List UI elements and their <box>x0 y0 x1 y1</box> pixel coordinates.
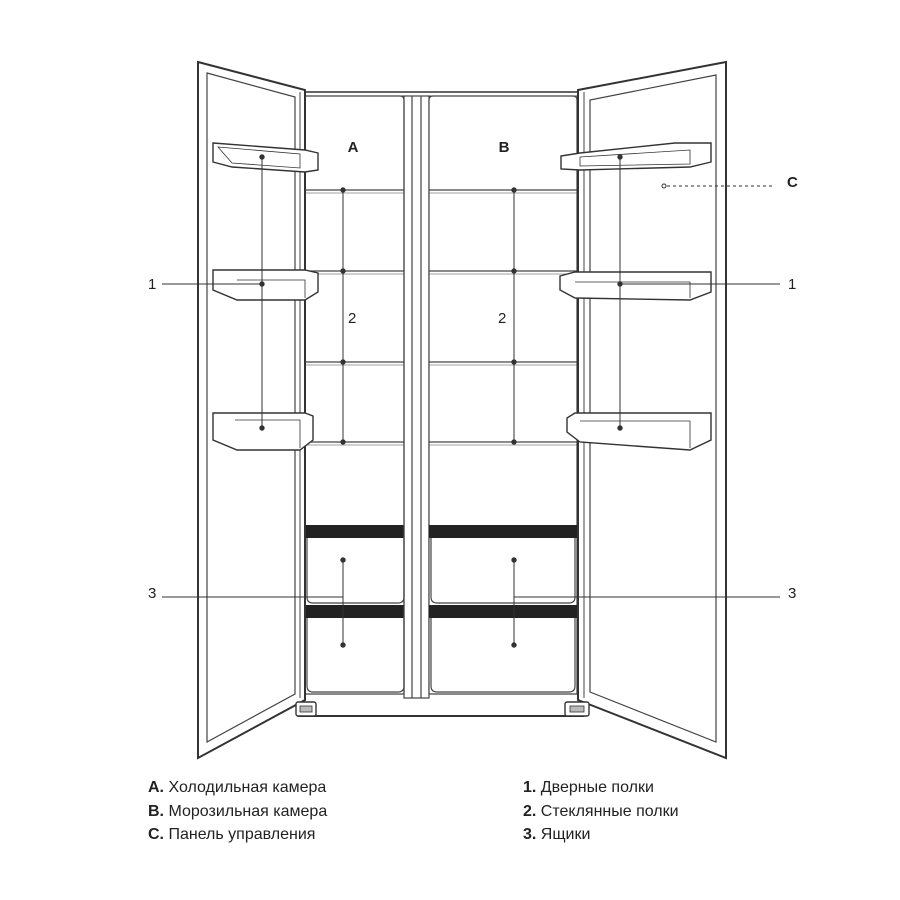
freezer-compartment-outline <box>428 95 578 695</box>
marker-dot <box>259 154 265 160</box>
label-c: C <box>787 174 798 191</box>
freezer-glass-shelves <box>429 189 577 446</box>
label-3-left: 3 <box>148 585 156 602</box>
marker-dot <box>617 425 623 431</box>
legend-item: C. Панель управления <box>148 826 316 843</box>
control-panel-marker <box>661 183 667 189</box>
label-1-left: 1 <box>148 276 156 293</box>
leader-lines <box>162 154 780 648</box>
drawer <box>430 618 576 693</box>
marker-dot <box>511 642 517 648</box>
label-2-right: 2 <box>498 310 506 327</box>
fridge-glass-shelves <box>305 189 404 446</box>
marker-dot <box>511 187 517 193</box>
marker-dot <box>511 268 517 274</box>
marker-dot <box>340 642 346 648</box>
right-door-inner <box>589 74 717 743</box>
legend-right: 1. Дверные полки 2. Стеклянные полки 3. … <box>523 776 679 847</box>
legend-item: 3. Ящики <box>523 826 591 843</box>
marker-dot <box>259 281 265 287</box>
marker-dot <box>511 439 517 445</box>
legend-item: A. Холодильная камера <box>148 779 327 796</box>
drawer-rail <box>305 525 404 538</box>
label-3-right: 3 <box>788 585 796 602</box>
left-door-shelf <box>212 269 319 301</box>
left-door <box>197 60 319 760</box>
marker-dot <box>511 359 517 365</box>
marker-dot <box>259 425 265 431</box>
marker-dot <box>340 359 346 365</box>
legend-item: B. Морозильная камера <box>148 802 328 820</box>
right-door-shelf <box>566 412 712 451</box>
marker-dot <box>511 557 517 563</box>
marker-dot <box>340 557 346 563</box>
label-compartment-a: A <box>348 139 359 156</box>
marker-dot <box>617 281 623 287</box>
freezer-compartment <box>428 95 578 695</box>
legend-item: 1. Дверные полки <box>523 779 654 796</box>
right-door-shelf <box>559 271 712 301</box>
label-2-left: 2 <box>348 310 356 327</box>
drawer-rail <box>305 605 404 618</box>
left-door-outer <box>197 60 306 760</box>
marker-dot <box>340 439 346 445</box>
drawer <box>430 538 576 604</box>
marker-dot <box>340 268 346 274</box>
left-door-shelf <box>212 142 319 173</box>
right-door-outer <box>577 60 727 760</box>
drawer-rail <box>429 605 577 618</box>
left-door-shelf <box>212 412 314 451</box>
drawer-rail <box>429 525 577 538</box>
label-compartment-b: B <box>499 139 510 156</box>
marker-dot <box>617 154 623 160</box>
fridge-compartment-outline <box>304 95 405 695</box>
left-door-inner <box>206 72 296 744</box>
label-1-right: 1 <box>788 276 796 293</box>
fridge-compartment <box>304 95 405 695</box>
legend-left: A. Холодильная камера B. Морозильная кам… <box>148 776 327 847</box>
legend-item: 2. Стеклянные полки <box>523 802 679 820</box>
right-door <box>559 60 727 760</box>
marker-dot <box>340 187 346 193</box>
right-door-shelf <box>560 142 712 171</box>
